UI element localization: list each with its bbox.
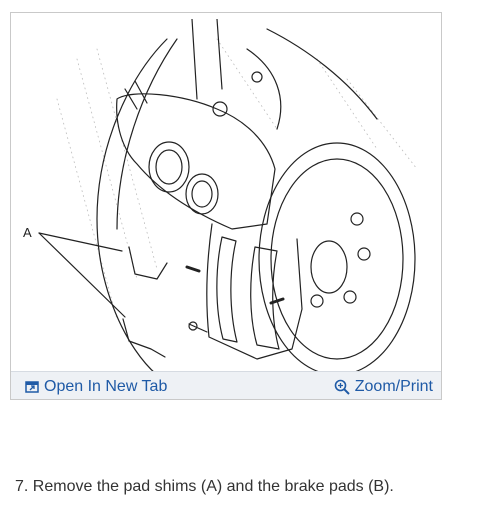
open-new-tab-icon [25, 381, 39, 393]
zoom-print-label: Zoom/Print [354, 378, 433, 395]
zoom-magnifier-icon [334, 379, 350, 395]
figure-frame: A Open In New Tab Zoom/Print [10, 12, 442, 400]
step-caption: 7. Remove the pad shims (A) and the brak… [15, 478, 394, 495]
open-new-tab-button[interactable]: Open In New Tab [25, 377, 167, 397]
zoom-print-button[interactable]: Zoom/Print [334, 377, 433, 397]
brake-caliper-diagram: A [23, 19, 418, 375]
callout-label-a: A [23, 225, 32, 240]
open-new-tab-label: Open In New Tab [44, 378, 168, 395]
figure-toolbar: Open In New Tab Zoom/Print [11, 371, 441, 399]
